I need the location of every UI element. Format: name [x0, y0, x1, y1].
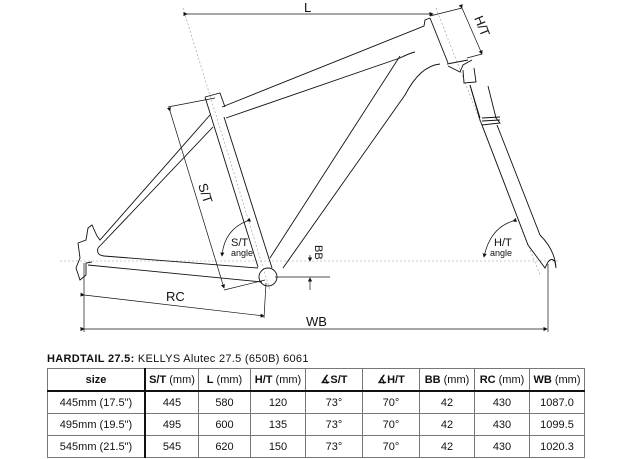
bike-frame — [75, 17, 557, 287]
geometry-table: size S/T (mm) L (mm) H/T (mm) ∡S/T ∡H/T … — [47, 368, 585, 458]
cell-rc: 430 — [474, 435, 530, 458]
cell-st: 545 — [144, 435, 199, 458]
label-wb: WB — [306, 314, 327, 329]
geometry-title: HARDTAIL 27.5: KELLYS Alutec 27.5 (650B)… — [47, 353, 309, 365]
label-bb: BB — [312, 245, 324, 260]
header-st: S/T (mm) — [144, 368, 199, 392]
label-l: L — [304, 0, 311, 15]
label-st-angle: S/T — [231, 237, 248, 249]
cell-l: 580 — [198, 390, 251, 414]
cell-l: 620 — [198, 435, 251, 458]
header-l: L (mm) — [198, 368, 251, 392]
cell-size: 545mm (21.5") — [47, 435, 146, 458]
cell-wb: 1099.5 — [529, 413, 585, 436]
table-row: 445mm (17.5") 445 580 120 73° 70° 42 430… — [47, 390, 585, 414]
table-row: 545mm (21.5") 545 620 150 73° 70° 42 430… — [47, 435, 585, 458]
reference-lines — [60, 7, 560, 291]
cell-bb: 42 — [419, 390, 475, 414]
cell-st: 445 — [144, 390, 199, 414]
cell-ht: 135 — [250, 413, 306, 436]
cell-size: 445mm (17.5") — [47, 390, 146, 414]
cell-rc: 430 — [474, 413, 530, 436]
cell-ht-angle: 70° — [362, 413, 420, 436]
cell-wb: 1020.3 — [529, 435, 585, 458]
cell-rc: 430 — [474, 390, 530, 414]
title-separator: : — [130, 353, 135, 365]
cell-ht: 150 — [250, 435, 306, 458]
header-wb: WB (mm) — [529, 368, 585, 392]
cell-ht: 120 — [250, 390, 306, 414]
label-ht-angle-word: angle — [490, 248, 512, 258]
header-ht-angle: ∡H/T — [362, 368, 420, 392]
label-ht: H/T — [471, 14, 493, 39]
label-st-angle-word: angle — [231, 248, 253, 258]
cell-l: 600 — [198, 413, 251, 436]
table-header-row: size S/T (mm) L (mm) H/T (mm) ∡S/T ∡H/T … — [47, 368, 585, 392]
cell-st: 495 — [144, 413, 199, 436]
cell-wb: 1087.0 — [529, 390, 585, 414]
label-ht-angle: H/T — [494, 237, 512, 249]
cell-st-angle: 73° — [305, 390, 363, 414]
frame-description: KELLYS Alutec 27.5 (650B) 6061 — [134, 353, 309, 365]
cell-bb: 42 — [419, 413, 475, 436]
cell-ht-angle: 70° — [362, 390, 420, 414]
cell-size: 495mm (19.5") — [47, 413, 146, 436]
frame-geometry-diagram: L H/T S/T S/T angle H/T angle BB RC WB — [60, 0, 560, 332]
header-bb: BB (mm) — [419, 368, 475, 392]
cell-st-angle: 73° — [305, 435, 363, 458]
cell-ht-angle: 70° — [362, 435, 420, 458]
header-ht: H/T (mm) — [250, 368, 306, 392]
cell-bb: 42 — [419, 435, 475, 458]
header-rc: RC (mm) — [474, 368, 530, 392]
label-rc: RC — [166, 289, 185, 304]
header-st-angle: ∡S/T — [305, 368, 363, 392]
label-st: S/T — [195, 181, 216, 205]
dimension-lines — [80, 3, 549, 332]
dimension-labels: L H/T S/T S/T angle H/T angle BB RC WB — [166, 0, 512, 329]
table-row: 495mm (19.5") 495 600 135 73° 70° 42 430… — [47, 413, 585, 436]
cell-st-angle: 73° — [305, 413, 363, 436]
header-size: size — [47, 368, 146, 392]
model-name: HARDTAIL 27.5 — [47, 353, 131, 365]
